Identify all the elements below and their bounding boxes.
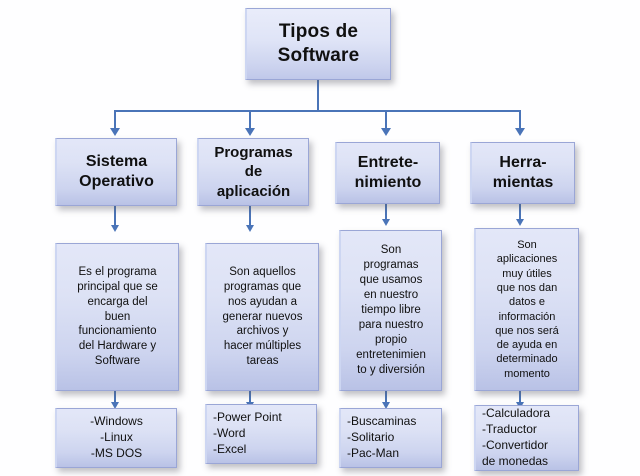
arrowhead-down-icon-2 [245,128,255,136]
example-1-item-1: -Windows [90,414,143,429]
examples-programas-de-aplicacion[interactable]: -Power Point -Word -Excel [205,404,317,464]
examples-sistema-operativo[interactable]: -Windows -Linux -MS DOS [55,408,177,468]
desc-2-line-3: nos ayudan a [227,295,298,308]
example-1-item-2: -Linux [100,430,133,445]
desc-1-line-7: Software [94,355,141,368]
description-sistema-operativo[interactable]: Es el programa principal que se encarga … [55,243,179,391]
desc-4-line-3: muy útiles [502,267,552,280]
desc-1-line-3: encarga del [87,295,148,308]
category-2-line-3: aplicación [216,182,291,200]
description-herramientas[interactable]: Son aplicaciones muy útiles que nos dan … [474,228,579,391]
desc-1-line-4: buen [104,310,131,323]
desc-2-line-6: hacer múltiples [223,340,302,353]
desc-3-line-2: programas [363,259,419,272]
example-4-item-3: -Convertidor [482,438,549,452]
connector-drop-3 [385,110,387,130]
node-sistema-operativo[interactable]: Sistema Operativo [55,138,177,206]
connector-cat2-to-desc2 [249,206,251,228]
arrowhead-down-icon-7 [382,219,390,226]
connector-cat3-to-desc3 [385,204,387,222]
desc-4-line-9: determinado [496,353,558,366]
category-2-line-2: de [244,163,263,181]
arrowhead-down-icon-11 [382,402,390,409]
node-title-line-1: Tipos de [278,21,359,43]
example-1-item-3: -MS DOS [90,445,143,460]
desc-3-line-5: tiempo libre [361,304,421,317]
desc-3-line-9: to y diversión [357,363,425,376]
node-entretenimiento[interactable]: Entrete- nimiento [335,142,440,204]
arrowhead-down-icon-3 [381,128,391,136]
arrowhead-down-icon-9 [111,402,119,409]
arrowhead-down-icon-4 [515,128,525,136]
examples-entretenimiento[interactable]: -Buscaminas -Solitario -Pac-Man [339,408,442,468]
desc-4-line-10: momento [504,367,550,380]
connector-cat1-to-desc1 [114,206,116,228]
node-programas-de-aplicacion[interactable]: Programas de aplicación [197,138,309,206]
desc-4-line-2: aplicaciones [496,253,558,266]
description-entretenimiento[interactable]: Son programas que usamos en nuestro tiem… [339,230,442,391]
desc-3-line-3: que usamos [359,274,423,287]
desc-4-line-7: que nos será [495,324,559,337]
desc-3-line-6: para nuestro [358,318,424,331]
node-tipos-de-software[interactable]: Tipos de Software [245,8,391,80]
connector-drop-4 [519,110,521,130]
connector-desc4-to-ex4 [519,391,521,405]
example-2-item-1: -Power Point [213,410,282,425]
desc-4-line-1: Son [517,239,537,252]
desc-2-line-5: archivos y [236,325,289,338]
desc-1-line-1: Es el programa [78,265,157,278]
desc-4-line-4: que nos dan [496,281,558,294]
example-4-item-4: de monedas [482,453,549,468]
desc-4-line-8: de ayuda en [496,339,558,352]
desc-1-line-2: principal que se [77,280,158,293]
connector-drop-1 [114,110,116,130]
category-2-line-1: Programas [214,144,293,162]
connector-desc1-to-ex1 [114,391,116,405]
example-4-item-1: -Calculadora [482,406,551,421]
example-3-item-2: -Solitario [347,430,395,445]
connector-desc2-to-ex2 [249,391,251,405]
desc-4-line-6: información [498,310,556,323]
desc-3-line-4: en nuestro [363,289,419,302]
description-programas-de-aplicacion[interactable]: Son aquellos programas que nos ayudan a … [205,243,319,391]
desc-2-line-4: generar nuevos [222,310,303,323]
category-4-line-1: Herra- [499,153,547,171]
desc-1-line-6: del Hardware y [78,340,157,353]
desc-2-line-2: programas que [223,280,302,293]
node-title-line-2: Software [277,45,360,66]
arrowhead-down-icon-6 [246,225,254,232]
category-1-line-1: Sistema [85,152,148,170]
category-4-line-2: mientas [492,174,554,191]
connector-drop-2 [249,110,251,130]
desc-2-line-1: Son aquellos [229,265,296,278]
node-herramientas[interactable]: Herra- mientas [470,142,575,204]
arrowhead-down-icon-5 [111,225,119,232]
desc-1-line-5: funcionamiento [78,325,157,338]
category-3-line-2: nimiento [354,174,422,191]
category-3-line-1: Entrete- [357,153,419,171]
example-2-item-2: -Word [213,426,246,441]
example-2-item-3: -Excel [213,441,247,456]
arrowhead-down-icon-8 [516,219,524,226]
connector-desc3-to-ex3 [385,391,387,405]
desc-3-line-7: propio [375,333,407,346]
examples-herramientas[interactable]: -Calculadora -Traductor -Convertidor de … [474,405,579,471]
desc-2-line-7: tareas [246,355,279,368]
example-3-item-1: -Buscaminas [347,414,417,429]
connector-horizontal-bus [114,110,520,112]
desc-4-line-5: datos e [508,296,546,309]
connector-title-stem [317,80,319,112]
category-1-line-2: Operativo [79,173,154,190]
arrowhead-down-icon-1 [110,128,120,136]
example-4-item-2: -Traductor [482,422,537,437]
desc-3-line-8: entretenimien [356,348,426,361]
desc-3-line-1: Son [380,244,402,257]
example-3-item-3: -Pac-Man [347,445,400,460]
connector-cat4-to-desc4 [519,204,521,222]
